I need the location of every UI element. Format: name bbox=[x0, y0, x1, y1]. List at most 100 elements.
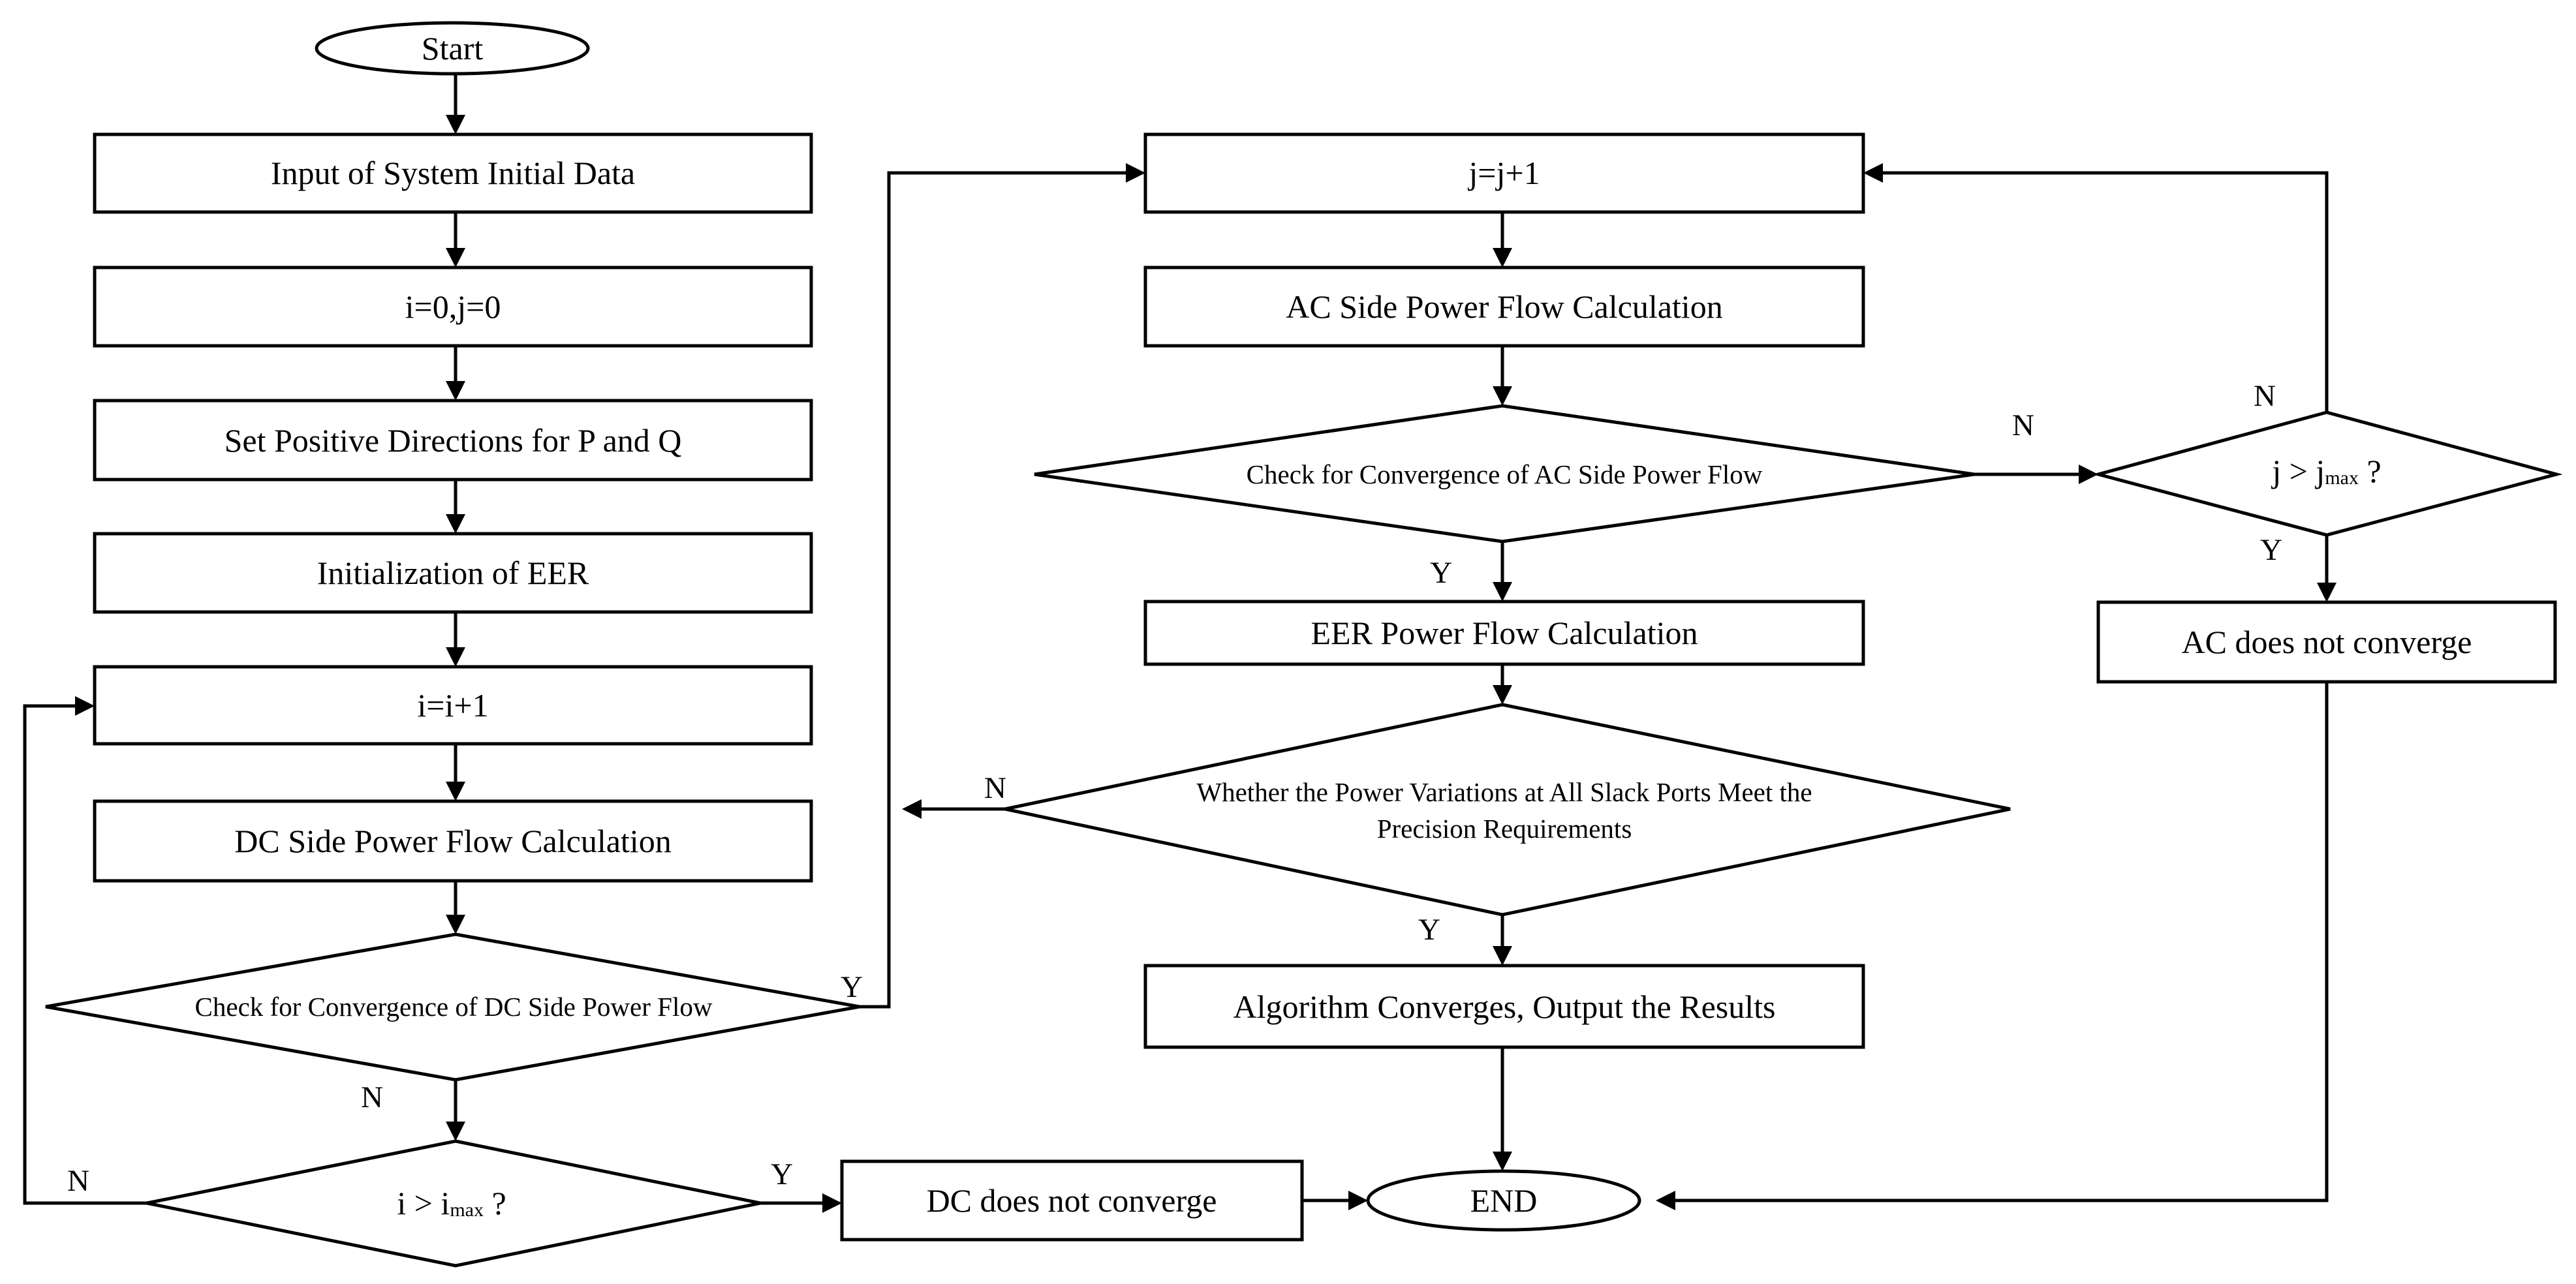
j-limit-no-label: N bbox=[2254, 379, 2276, 413]
end-label: END bbox=[1470, 1182, 1538, 1219]
ac-not-converge-label: AC does not converge bbox=[2182, 624, 2472, 660]
arrowhead bbox=[446, 915, 465, 934]
j-limit-prefix: j > j bbox=[2271, 453, 2325, 489]
j-limit-diamond bbox=[2092, 410, 2563, 537]
node-precision-check: Whether the Power Variations at All Slac… bbox=[1004, 703, 2011, 917]
eer-calc-box bbox=[1143, 600, 1865, 666]
dc-check-no-label: N bbox=[361, 1080, 383, 1114]
init-ij-label: i=0,j=0 bbox=[405, 288, 501, 325]
j-limit-subscript: max bbox=[2325, 467, 2359, 489]
ac-check-diamond bbox=[1034, 404, 1975, 543]
init-ij-box bbox=[93, 266, 813, 348]
ac-check-label: Check for Convergence of AC Side Power F… bbox=[1247, 459, 1763, 489]
node-dc-calc: DC Side Power Flow Calculation bbox=[93, 799, 813, 883]
ac-check-yes-label: Y bbox=[1430, 556, 1452, 590]
precision-check-line-2: Precision Requirements bbox=[1377, 814, 1632, 844]
arrowhead bbox=[1348, 1191, 1368, 1210]
arrowhead bbox=[1493, 582, 1512, 602]
node-ac-not-converge: AC does not converge bbox=[2096, 600, 2557, 684]
arrowhead bbox=[822, 1193, 842, 1213]
dc-calc-label: DC Side Power Flow Calculation bbox=[234, 823, 671, 859]
node-eer-calc: EER Power Flow Calculation bbox=[1143, 600, 1865, 666]
arrowhead bbox=[1656, 1191, 1675, 1210]
precision-no-label: N bbox=[984, 771, 1006, 805]
node-init-eer: Initialization of EER bbox=[93, 532, 813, 614]
i-limit-suffix: ? bbox=[484, 1185, 506, 1221]
init-eer-box bbox=[93, 532, 813, 614]
dc-not-converge-box bbox=[840, 1159, 1304, 1242]
arrowhead bbox=[1493, 386, 1512, 406]
node-init-ij: i=0,j=0 bbox=[93, 266, 813, 348]
dc-not-converge-label: DC does not converge bbox=[927, 1182, 1217, 1219]
dc-check-yes-label: Y bbox=[841, 970, 863, 1004]
converges-box bbox=[1143, 964, 1865, 1049]
node-j-increment: j=j+1 bbox=[1143, 132, 1865, 214]
arrowhead bbox=[446, 248, 465, 268]
i-increment-box bbox=[93, 665, 813, 746]
ac-calc-label: AC Side Power Flow Calculation bbox=[1286, 288, 1722, 325]
precision-check-line-1: Whether the Power Variations at All Slac… bbox=[1196, 777, 1812, 807]
arrowhead bbox=[1493, 248, 1512, 268]
connectors bbox=[23, 74, 2336, 1213]
end-terminator bbox=[1366, 1169, 1641, 1232]
init-eer-label: Initialization of EER bbox=[317, 555, 589, 591]
node-input-data: Input of System Initial Data bbox=[93, 132, 813, 214]
arrowhead bbox=[446, 115, 465, 134]
input-data-label: Input of System Initial Data bbox=[271, 155, 635, 191]
ac-calc-box bbox=[1143, 266, 1865, 348]
loop-j-limit-no-to-j-increment bbox=[1880, 171, 2329, 412]
arrowhead bbox=[75, 696, 95, 716]
arrowhead bbox=[2317, 583, 2336, 602]
arrowhead bbox=[1493, 685, 1512, 705]
arrowhead bbox=[902, 799, 922, 819]
node-j-limit: j > jmax ? bbox=[2092, 410, 2563, 537]
arrowhead bbox=[446, 1122, 465, 1141]
arrowhead bbox=[2079, 465, 2098, 484]
arrowhead bbox=[1493, 946, 1512, 966]
arrowhead bbox=[1493, 1152, 1512, 1171]
i-limit-label: i > imax ? bbox=[397, 1185, 506, 1221]
converges-label: Algorithm Converges, Output the Results bbox=[1234, 988, 1776, 1025]
eer-calc-label: EER Power Flow Calculation bbox=[1311, 615, 1698, 651]
i-limit-prefix: i > i bbox=[397, 1185, 450, 1221]
node-converges: Algorithm Converges, Output the Results bbox=[1143, 964, 1865, 1049]
edge-labels: Y N Y N Y N Y N Y N bbox=[67, 379, 2282, 1198]
arrowhead bbox=[1863, 163, 1883, 183]
j-limit-yes-label: Y bbox=[2260, 533, 2282, 567]
node-ac-check: Check for Convergence of AC Side Power F… bbox=[1034, 404, 1975, 543]
node-i-limit: i > imax ? bbox=[146, 1139, 761, 1268]
node-ac-calc: AC Side Power Flow Calculation bbox=[1143, 266, 1865, 348]
node-set-directions: Set Positive Directions for P and Q bbox=[93, 399, 813, 482]
node-dc-not-converge: DC does not converge bbox=[840, 1159, 1304, 1242]
arrowhead bbox=[446, 381, 465, 401]
set-directions-box bbox=[93, 399, 813, 482]
arrowhead bbox=[446, 782, 465, 801]
precision-check-diamond bbox=[1004, 703, 2011, 917]
start-label: Start bbox=[422, 30, 484, 67]
i-limit-no-label: N bbox=[67, 1164, 89, 1198]
dc-calc-box bbox=[93, 799, 813, 883]
node-i-increment: i=i+1 bbox=[93, 665, 813, 746]
i-limit-subscript: max bbox=[450, 1199, 484, 1221]
input-data-box bbox=[93, 132, 813, 214]
arrowhead bbox=[1126, 163, 1145, 183]
arrow-ac-fail-to-end bbox=[1672, 682, 2329, 1202]
j-limit-label: j > jmax ? bbox=[2271, 453, 2381, 489]
dc-check-diamond bbox=[45, 932, 860, 1082]
loop-i-limit-no-to-increment bbox=[23, 704, 147, 1205]
arrowhead bbox=[446, 647, 465, 667]
node-start: Start bbox=[315, 21, 590, 76]
ac-check-no-label: N bbox=[2012, 408, 2034, 442]
precision-yes-label: Y bbox=[1418, 913, 1440, 947]
i-limit-yes-label: Y bbox=[771, 1157, 793, 1191]
arrowhead bbox=[446, 514, 465, 534]
set-directions-label: Set Positive Directions for P and Q bbox=[225, 422, 682, 459]
start-terminator bbox=[315, 21, 590, 76]
node-dc-check: Check for Convergence of DC Side Power F… bbox=[45, 932, 860, 1082]
i-increment-label: i=i+1 bbox=[417, 687, 488, 724]
arrow-dc-check-yes-to-j-increment bbox=[860, 171, 1129, 1009]
ac-not-converge-box bbox=[2096, 600, 2557, 684]
dc-check-label: Check for Convergence of DC Side Power F… bbox=[195, 992, 713, 1022]
node-end: END bbox=[1366, 1169, 1641, 1232]
